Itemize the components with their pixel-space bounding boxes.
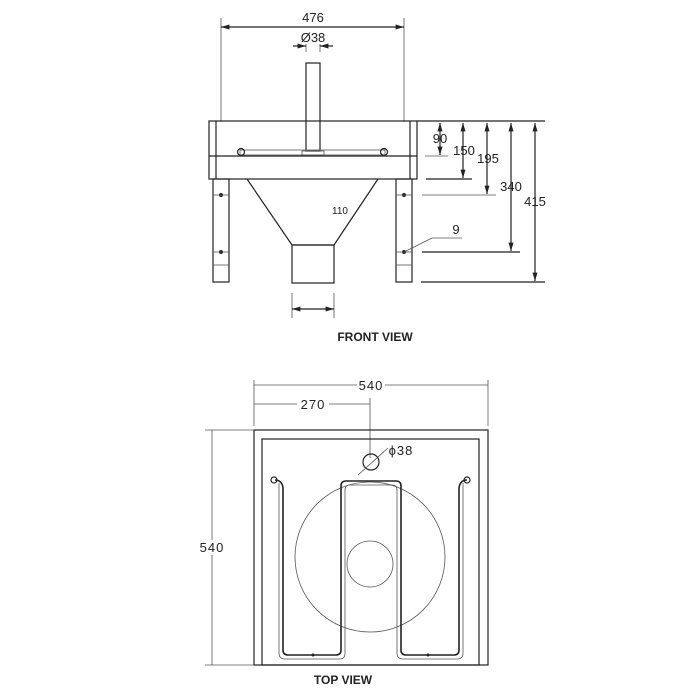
pipe-circle [362,453,380,471]
dim-195: 195 [477,151,499,166]
top-width-dimension: 540 [359,378,384,393]
dim-415: 415 [524,194,546,209]
funnel-outlet-circle [346,540,394,588]
dim-340: 340 [500,179,522,194]
top-view-label: TOP VIEW [314,673,373,687]
bolt-marks [213,193,412,254]
vertical-pipe [305,62,321,152]
funnel-outlet [291,244,335,284]
right-leg [395,178,413,283]
front-view-label: FRONT VIEW [337,330,413,344]
top-view: 540 270 ϕ38 540 TOP VIEW [198,377,489,687]
outer-frame [253,429,489,666]
top-frame [208,120,418,180]
depth-dimension: 540 [200,540,225,555]
top-pipe-diameter: ϕ38 [389,443,414,458]
half-width-dimension: 270 [301,397,326,412]
bolt-dimension: 9 [452,222,459,237]
funnel [246,178,379,246]
front-view: 476 Ø38 110 [208,10,546,344]
width-dimension: 476 [302,10,324,25]
funnel-label: 110 [332,206,348,217]
pipe-diameter-dimension: Ø38 [301,30,326,45]
rail-loop [270,476,471,660]
bolt-leader [405,237,462,252]
dim-150: 150 [453,143,475,158]
funnel-outer-circle [294,481,446,633]
dim-90: 90 [433,131,447,146]
left-leg [212,178,230,283]
inner-frame [261,438,480,666]
